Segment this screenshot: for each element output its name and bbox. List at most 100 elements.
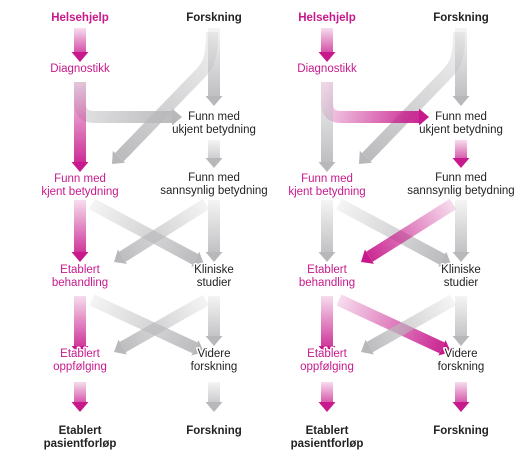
panel-left-arrow-sannsynlig-kliniske-head xyxy=(205,252,223,262)
panel-right-header-forskning-line: Forskning xyxy=(433,12,489,24)
panel-right-arrow-kliniske-videre-head xyxy=(452,336,470,346)
panel-left-node-left-3-line: oppfølging xyxy=(53,361,107,373)
panel-left-node-right-1-line: sannsynlig betydning xyxy=(160,185,267,197)
panel-left-node-left-0-line: Diagnostikk xyxy=(50,63,110,75)
panel-left-node-right-2-line: studier xyxy=(197,277,232,289)
panel-left-node-right-0-line: ukjent betydning xyxy=(172,124,256,136)
panel-left-arrow-sannsynlig-behandling xyxy=(119,198,210,262)
panel-left-footer-pasientforlop-line: Etablert xyxy=(59,425,102,437)
panel-right-node-left-3-line: Etablert xyxy=(307,348,347,360)
panel-right-arrow-diag-kjent-head xyxy=(318,162,336,172)
panel-right-footer-pasientforlop-line: pasientforløp xyxy=(291,438,364,450)
panel-left-arrow-behandling-oppfolging-head xyxy=(71,346,89,356)
panel-right-header-helsehjelp-line: Helsehjelp xyxy=(298,12,356,24)
panel-right-footer-forskning-line: Forskning xyxy=(433,425,489,437)
arrows-layer xyxy=(71,28,470,412)
panel-right-node-right-1-line: Funn med xyxy=(435,172,487,184)
panel-right-arrow-kliniske-oppfolging-head xyxy=(361,339,374,355)
panel-left-node-left-1-line: kjent betydning xyxy=(41,186,118,198)
panel-left-arrow-oppfolging-pasientforlop-head xyxy=(71,402,89,412)
panel-left-arrow-diag-kjent-head xyxy=(71,162,89,172)
panel-left-node-left-0: Diagnostikk xyxy=(50,63,110,75)
panel-left-arrow-kjent-kliniske-head xyxy=(191,251,204,267)
panel-right-node-right-0-line: ukjent betydning xyxy=(419,124,503,136)
panel-right-node-left-1-line: Funn med xyxy=(301,173,353,185)
panel-right-arrow-kjent-kliniske-head xyxy=(438,251,451,267)
panel-right-arrow-behandling-oppfolging-head xyxy=(318,346,336,356)
panel-right-arrow-behandling-videre xyxy=(336,294,445,354)
panel-left-header-forskning-line: Forskning xyxy=(186,12,242,24)
panel-right-arrow-forskning-kjent xyxy=(362,31,465,162)
panel-right-arrow-kjent-kliniske xyxy=(336,198,446,265)
panel-left-arrow-behandling-videre xyxy=(89,294,198,354)
panel-right-footer-forskning: Forskning xyxy=(433,425,489,437)
panel-right-arrow-helsehjelp-diagnostikk-head xyxy=(318,52,336,62)
panel-left-arrow-ukjent-sannsynlig-head xyxy=(205,158,223,168)
panel-left-arrow-forskning-ukjent-head xyxy=(205,96,223,106)
panel-left-node-right-3-line: Videre xyxy=(197,348,230,360)
panel-left-arrow-kliniske-oppfolging-head xyxy=(114,339,127,355)
panel-right-node-left-0-line: Diagnostikk xyxy=(297,63,357,75)
panel-left-node-left-2-line: behandling xyxy=(52,277,108,289)
panel-right-node-left-2-line: Etablert xyxy=(307,264,347,276)
panel-right-arrow-videre-forskning-head xyxy=(452,402,470,412)
panel-left-node-left-1-line: Funn med xyxy=(54,173,106,185)
panel-right-arrow-sannsynlig-behandling xyxy=(366,198,457,262)
panel-right-arrow-diag-ukjent xyxy=(321,82,419,123)
panel-right-arrow-oppfolging-pasientforlop-head xyxy=(318,402,336,412)
panel-left-arrow-kliniske-videre-head xyxy=(205,336,223,346)
panel-left-header-helsehjelp-line: Helsehjelp xyxy=(51,12,109,24)
panel-left-node-left-2-line: Etablert xyxy=(60,264,100,276)
panel-right-node-right-3-line: Videre xyxy=(444,348,477,360)
panel-right-node-right-2-line: studier xyxy=(444,277,479,289)
panel-left-arrow-helsehjelp-diagnostikk-head xyxy=(71,52,89,62)
panel-left-arrow-videre-forskning-head xyxy=(205,402,223,412)
panel-right-arrow-sannsynlig-kliniske-head xyxy=(452,252,470,262)
panel-left-node-right-0-line: Funn med xyxy=(188,111,240,123)
panel-right-header-helsehjelp: Helsehjelp xyxy=(298,12,356,24)
panel-left-arrow-sannsynlig-behandling-head xyxy=(114,249,127,264)
panel-left-arrow-kliniske-oppfolging xyxy=(119,294,209,353)
panel-right-arrow-kliniske-oppfolging xyxy=(366,294,456,353)
panel-left-header-helsehjelp: Helsehjelp xyxy=(51,12,109,24)
panel-right-node-right-1-line: sannsynlig betydning xyxy=(407,185,514,197)
panel-right-node-left-2-line: behandling xyxy=(299,277,355,289)
panel-right-arrow-ukjent-sannsynlig-head xyxy=(452,158,470,168)
panel-right-node-right-0-line: Funn med xyxy=(435,111,487,123)
panel-right-arrow-sannsynlig-behandling-head xyxy=(361,249,374,264)
panel-right-node-left-3-line: oppfølging xyxy=(300,361,354,373)
panel-right-arrow-forskning-ukjent-head xyxy=(452,96,470,106)
panel-left-arrow-diag-ukjent-head xyxy=(172,108,182,126)
panel-left-node-right-2-line: Kliniske xyxy=(194,264,234,276)
panel-right-node-left-0: Diagnostikk xyxy=(297,63,357,75)
panel-right-arrow-diag-ukjent-head xyxy=(419,108,429,126)
panel-left-arrow-behandling-videre-head xyxy=(191,340,204,356)
panel-left-arrow-forskning-kjent xyxy=(115,31,218,162)
panel-left-arrow-forskning-kjent-head xyxy=(112,150,126,164)
panel-left-arrow-kjent-behandling-head xyxy=(71,252,89,262)
panel-left-footer-forskning: Forskning xyxy=(186,425,242,437)
panel-right-arrow-forskning-kjent-head xyxy=(359,150,373,164)
panel-left-arrow-kjent-kliniske xyxy=(89,198,199,265)
panel-left-footer-pasientforlop-line: pasientforløp xyxy=(44,438,117,450)
panel-left-footer-forskning-line: Forskning xyxy=(186,425,242,437)
panel-left-node-left-3-line: Etablert xyxy=(60,348,100,360)
panel-right-node-right-3-line: forskning xyxy=(438,361,485,373)
panel-left-node-right-1-line: Funn med xyxy=(188,172,240,184)
panel-right-footer-pasientforlop-line: Etablert xyxy=(306,425,349,437)
panel-right-node-left-1-line: kjent betydning xyxy=(288,186,365,198)
panel-right-node-right-2-line: Kliniske xyxy=(441,264,481,276)
